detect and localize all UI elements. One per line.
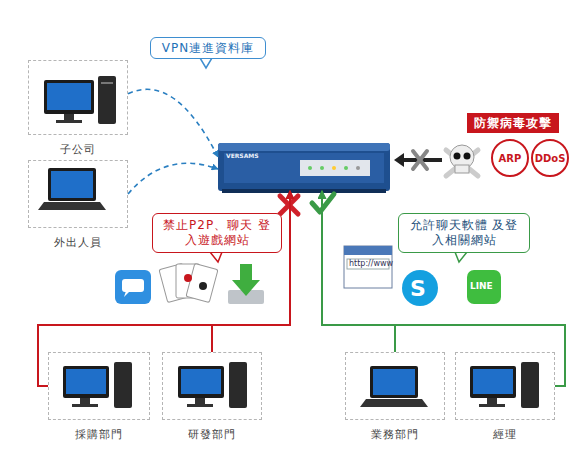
node-text: 防禦病毒攻擊 bbox=[474, 116, 552, 131]
department-box: 採購部門 bbox=[48, 352, 150, 420]
node-text: DDoS bbox=[535, 153, 566, 164]
callout-box: VPN連進資料庫 bbox=[150, 37, 266, 59]
attack-circle: DDoS bbox=[531, 139, 569, 177]
skull-icon bbox=[446, 145, 478, 176]
connector bbox=[128, 89, 218, 157]
router-device bbox=[218, 143, 390, 193]
connector bbox=[128, 163, 218, 194]
node-text: 業務部門 bbox=[336, 427, 454, 442]
desktop-icon bbox=[63, 362, 132, 408]
node-text: 子公司 bbox=[19, 142, 137, 157]
connector bbox=[322, 191, 565, 386]
callout-tail bbox=[455, 252, 467, 262]
department-box: 研發部門 bbox=[162, 352, 262, 420]
line-icon bbox=[467, 270, 501, 304]
site-box: 外出人員 bbox=[28, 160, 128, 228]
warning-tag: 防禦病毒攻擊 bbox=[467, 113, 559, 133]
department-box: 經理 bbox=[455, 352, 555, 420]
desktop-icon bbox=[470, 362, 539, 408]
department-box: 業務部門 bbox=[345, 352, 445, 420]
skype-letter: S bbox=[410, 276, 426, 301]
allow-mark bbox=[312, 194, 334, 212]
connector bbox=[38, 191, 290, 386]
desktop-icon bbox=[44, 76, 116, 124]
skype-icon bbox=[402, 270, 438, 306]
site-box: 子公司 bbox=[28, 60, 128, 135]
attack-circle: ARP bbox=[491, 139, 529, 177]
line-logo-text: LINE bbox=[470, 281, 493, 291]
node-text: 外出人員 bbox=[19, 235, 137, 250]
node-text: ARP bbox=[499, 153, 522, 164]
laptop-icon bbox=[360, 366, 428, 407]
download-icon bbox=[228, 264, 264, 304]
deny-mark bbox=[280, 196, 298, 214]
node-text: VERSAMS bbox=[226, 152, 259, 159]
node-text: 採購部門 bbox=[39, 427, 159, 442]
desktop-icon bbox=[178, 362, 247, 408]
blocked-attack bbox=[394, 151, 442, 169]
node-text: 允許聊天軟體 及登入相關網站 bbox=[405, 218, 523, 248]
node-text: 禁止P2P、聊天 登入遊戲網站 bbox=[159, 218, 275, 248]
router-box: VERSAMS bbox=[218, 143, 390, 191]
node-text: 研發部門 bbox=[153, 427, 271, 442]
url-text: http://www bbox=[349, 259, 393, 268]
chat-icon bbox=[115, 270, 151, 304]
cards-icon bbox=[159, 263, 218, 302]
node-text: 經理 bbox=[446, 427, 564, 442]
callout-tail bbox=[210, 252, 222, 262]
callout-box: 允許聊天軟體 及登入相關網站 bbox=[398, 213, 530, 253]
connector bbox=[322, 191, 395, 352]
laptop-icon bbox=[38, 168, 106, 210]
node-text: VPN連進資料庫 bbox=[162, 40, 254, 57]
callout-tail bbox=[200, 58, 212, 68]
callout-box: 禁止P2P、聊天 登入遊戲網站 bbox=[152, 213, 282, 253]
